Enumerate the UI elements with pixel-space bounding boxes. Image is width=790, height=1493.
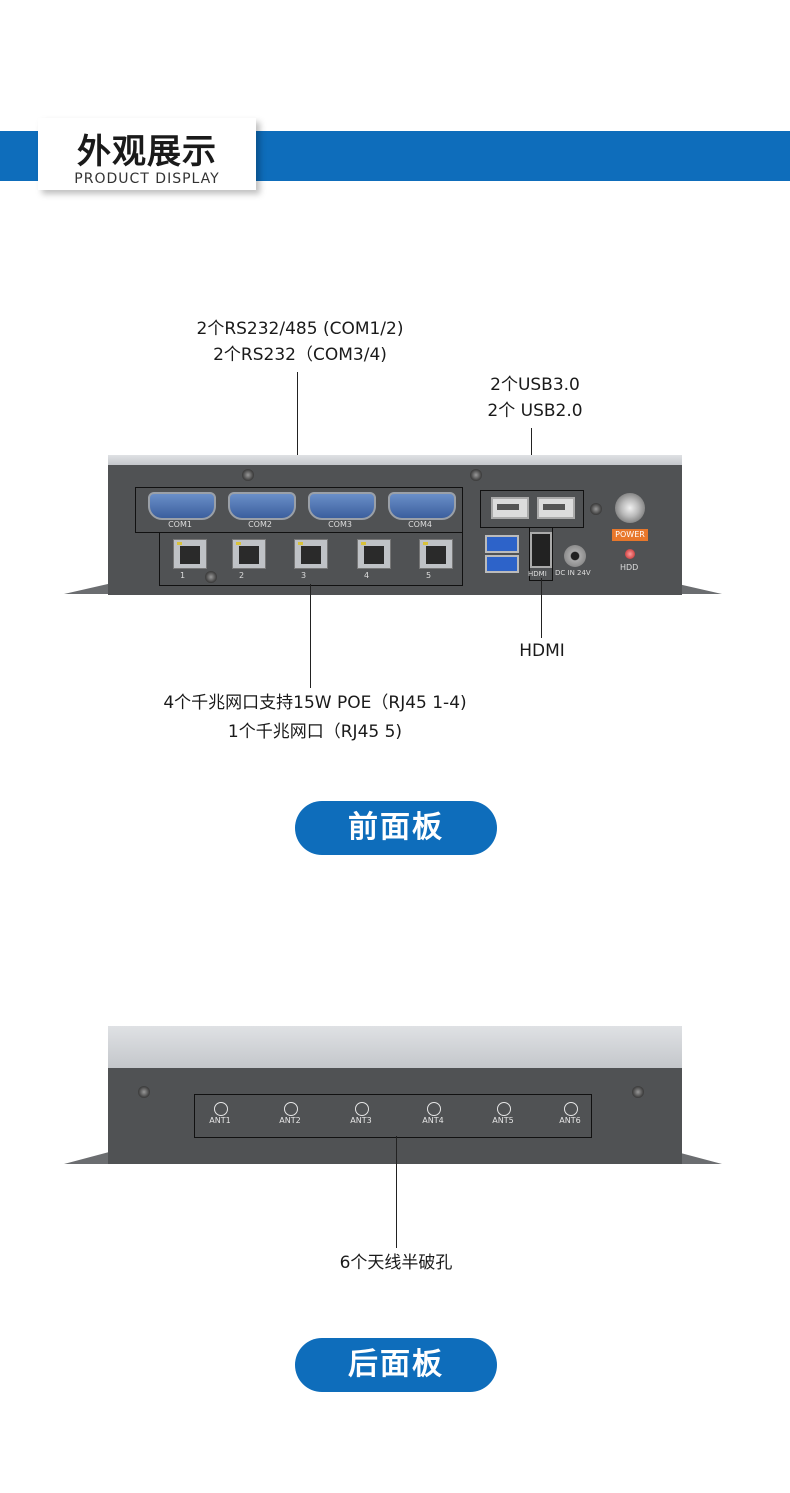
com-label-2: 2个RS232（COM3/4): [213, 345, 387, 365]
com-port-label: COM3: [328, 520, 352, 529]
antenna-knockout-2: ANT2: [270, 1102, 310, 1125]
antenna-knockout-3: ANT3: [341, 1102, 381, 1125]
lan-port-number: 1: [180, 571, 186, 580]
rear-panel: ANT1 ANT2 ANT3 ANT4 ANT5 ANT6: [108, 1068, 682, 1164]
com-port-4: COM4: [388, 492, 456, 529]
usb2-ports-frame: [480, 490, 584, 528]
lan-port-number: 4: [364, 571, 370, 580]
front-chassis-top: [108, 455, 682, 465]
section-title-en: PRODUCT DISPLAY: [74, 171, 220, 187]
hdmi-frame: HDMI: [528, 527, 553, 581]
rj45-port-3: [294, 539, 328, 569]
hdd-led-icon: [625, 549, 635, 559]
antenna-label: ANT5: [492, 1116, 514, 1125]
hdmi-label: HDMI: [519, 641, 565, 661]
com-port-label: COM1: [168, 520, 192, 529]
usb3-port-2: [485, 555, 519, 573]
com-port-label: COM4: [408, 520, 432, 529]
antenna-hole-icon: [284, 1102, 298, 1116]
antenna-knockout-5: ANT5: [483, 1102, 523, 1125]
rj45-port-1: [173, 539, 207, 569]
db9-connector-icon: [148, 492, 216, 520]
screw-icon: [242, 469, 254, 481]
usb-a-port: [537, 497, 575, 519]
db9-connector-icon: [388, 492, 456, 520]
antenna-label: ANT3: [350, 1116, 372, 1125]
usb-label-1: 2个USB3.0: [490, 375, 580, 395]
lan-port-number: 2: [239, 571, 245, 580]
usb-label-2: 2个 USB2.0: [487, 401, 583, 421]
antenna-label-text: 6个天线半破孔: [339, 1253, 453, 1273]
hdmi-leader-line: [541, 578, 542, 638]
section-title: 外观展示 PRODUCT DISPLAY: [38, 118, 256, 190]
screw-icon: [205, 571, 217, 583]
db9-connector-icon: [308, 492, 376, 520]
antenna-hole-icon: [427, 1102, 441, 1116]
com-port-label: COM2: [248, 520, 272, 529]
screw-icon: [138, 1086, 150, 1098]
hdd-label: HDD: [620, 563, 639, 572]
antenna-knockout-4: ANT4: [413, 1102, 453, 1125]
rj45-port-4: [357, 539, 391, 569]
antenna-label: ANT6: [559, 1116, 581, 1125]
front-panel: COM1 COM2 COM3 COM4 1 2 3 4 5: [108, 465, 682, 595]
power-button-icon: [615, 493, 645, 523]
screw-icon: [470, 469, 482, 481]
antenna-hole-icon: [497, 1102, 511, 1116]
lan-ports-frame: 1 2 3 4 5: [159, 532, 463, 586]
antenna-label: ANT1: [209, 1116, 231, 1125]
antenna-label: ANT2: [279, 1116, 301, 1125]
hdmi-port-label: HDMI: [528, 570, 547, 578]
lan-label-2: 1个千兆网口（RJ45 5): [227, 722, 403, 742]
lan-port-number: 3: [301, 571, 307, 580]
dc-port-label: DC IN 24V: [555, 569, 591, 577]
section-title-cn: 外观展示: [77, 132, 217, 172]
db9-connector-icon: [228, 492, 296, 520]
hdmi-port-icon: [530, 532, 552, 568]
antenna-frame: ANT1 ANT2 ANT3 ANT4 ANT5 ANT6: [194, 1094, 592, 1138]
lan-label-1: 4个千兆网口支持15W POE（RJ45 1-4): [163, 693, 467, 713]
screw-icon: [590, 503, 602, 515]
dc-jack-icon: [564, 545, 586, 567]
rear-panel-badge: 后面板: [295, 1338, 497, 1392]
lan-leader-line: [310, 584, 311, 688]
power-label: POWER: [612, 529, 648, 541]
usb3-port-1: [485, 535, 519, 553]
antenna-label: ANT4: [422, 1116, 444, 1125]
rj45-port-2: [232, 539, 266, 569]
lan-port-number: 5: [426, 571, 432, 580]
screw-icon: [632, 1086, 644, 1098]
antenna-leader-line: [396, 1136, 397, 1248]
antenna-knockout-6: ANT6: [550, 1102, 590, 1125]
com-port-1: COM1: [148, 492, 216, 529]
antenna-hole-icon: [355, 1102, 369, 1116]
com-label-1: 2个RS232/485 (COM1/2): [196, 319, 404, 339]
front-panel-badge: 前面板: [295, 801, 497, 855]
rj45-port-5: [419, 539, 453, 569]
com-leader-line: [297, 372, 298, 488]
rear-chassis-top: [108, 1026, 682, 1068]
com-ports-frame: COM1 COM2 COM3 COM4: [135, 487, 463, 533]
com-port-2: COM2: [228, 492, 296, 529]
antenna-hole-icon: [214, 1102, 228, 1116]
usb-a-port: [491, 497, 529, 519]
antenna-hole-icon: [564, 1102, 578, 1116]
com-port-3: COM3: [308, 492, 376, 529]
antenna-knockout-1: ANT1: [200, 1102, 240, 1125]
